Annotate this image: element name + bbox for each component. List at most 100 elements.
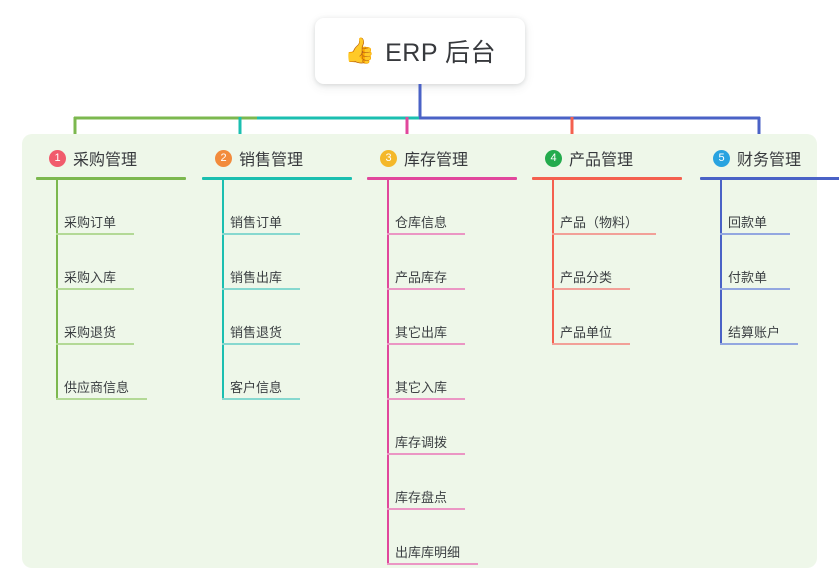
list-item-rule xyxy=(552,233,657,235)
category-items-5: 回款单 付款单 结算账户 xyxy=(700,180,839,345)
thumbs-up-icon: 👍 xyxy=(343,36,376,65)
list-item-label: 仓库信息 xyxy=(395,215,448,230)
list-item[interactable]: 产品库存 xyxy=(387,235,517,290)
list-item-rule xyxy=(56,398,148,400)
list-item-rule xyxy=(720,343,799,345)
list-item-rule xyxy=(222,233,301,235)
category-column-2: 2 销售管理 销售订单 销售出库 销售退货 客户信息 xyxy=(202,146,352,400)
category-title-2: 销售管理 xyxy=(239,152,304,169)
category-header-3[interactable]: 3 库存管理 xyxy=(367,146,517,170)
list-item-rule xyxy=(222,343,301,345)
list-item[interactable]: 采购退货 xyxy=(56,290,186,345)
category-items-4: 产品（物料） 产品分类 产品单位 xyxy=(532,180,682,345)
category-rule-5 xyxy=(700,177,839,180)
category-spine-2 xyxy=(222,180,224,400)
category-badge-5: 5 xyxy=(713,149,730,167)
category-column-4: 4 产品管理 产品（物料） 产品分类 产品单位 xyxy=(532,146,682,345)
list-item[interactable]: 销售出库 xyxy=(222,235,352,290)
list-item-rule xyxy=(387,453,466,455)
list-item[interactable]: 库存调拨 xyxy=(387,400,517,455)
list-item-label: 回款单 xyxy=(728,215,768,230)
category-header-1[interactable]: 1 采购管理 xyxy=(36,146,186,170)
category-header-2[interactable]: 2 销售管理 xyxy=(202,146,352,170)
category-spine-4 xyxy=(552,180,554,345)
category-column-3: 3 库存管理 仓库信息 产品库存 其它出库 其它入库 库存调拨 xyxy=(367,146,517,565)
category-header-5[interactable]: 5 财务管理 xyxy=(700,146,839,170)
list-item[interactable]: 回款单 xyxy=(720,180,839,235)
list-item-label: 库存调拨 xyxy=(395,435,448,450)
diagram-panel: 1 采购管理 采购订单 采购入库 采购退货 供应商信息 xyxy=(22,134,839,568)
list-item-rule xyxy=(387,343,466,345)
list-item[interactable]: 产品（物料） xyxy=(552,180,682,235)
category-badge-1: 1 xyxy=(49,149,66,167)
list-item-label: 产品库存 xyxy=(395,270,448,285)
list-item-label: 产品分类 xyxy=(560,270,613,285)
category-badge-4: 4 xyxy=(545,149,562,167)
category-title-5: 财务管理 xyxy=(737,152,802,169)
category-title-4: 产品管理 xyxy=(569,152,634,169)
list-item-rule xyxy=(387,233,466,235)
list-item-label: 销售订单 xyxy=(230,215,283,230)
category-badge-3: 3 xyxy=(380,149,397,167)
list-item-label: 其它出库 xyxy=(395,325,448,340)
category-items-1: 采购订单 采购入库 采购退货 供应商信息 xyxy=(36,180,186,400)
list-item[interactable]: 其它出库 xyxy=(387,290,517,345)
list-item-rule xyxy=(56,343,135,345)
list-item[interactable]: 产品分类 xyxy=(552,235,682,290)
list-item[interactable]: 库存盘点 xyxy=(387,455,517,510)
list-item-rule xyxy=(552,288,631,290)
list-item-label: 其它入库 xyxy=(395,380,448,395)
list-item-label: 销售出库 xyxy=(230,270,283,285)
category-rule-4 xyxy=(532,177,682,180)
list-item-label: 采购订单 xyxy=(64,215,117,230)
list-item-rule xyxy=(720,233,790,235)
list-item-label: 付款单 xyxy=(728,270,768,285)
list-item[interactable]: 出库库明细 xyxy=(387,510,517,565)
list-item-rule xyxy=(56,288,135,290)
list-item-label: 采购入库 xyxy=(64,270,117,285)
category-title-3: 库存管理 xyxy=(404,152,469,169)
list-item-label: 客户信息 xyxy=(230,380,283,395)
list-item-rule xyxy=(222,398,301,400)
list-item-label: 销售退货 xyxy=(230,325,283,340)
list-item[interactable]: 销售退货 xyxy=(222,290,352,345)
list-item-rule xyxy=(56,233,135,235)
list-item-label: 供应商信息 xyxy=(64,380,130,395)
root-node-label: ERP 后台 xyxy=(385,39,497,67)
category-items-3: 仓库信息 产品库存 其它出库 其它入库 库存调拨 库存盘点 xyxy=(367,180,517,565)
list-item[interactable]: 仓库信息 xyxy=(387,180,517,235)
list-item-label: 出库库明细 xyxy=(395,545,461,560)
category-header-4[interactable]: 4 产品管理 xyxy=(532,146,682,170)
category-badge-2: 2 xyxy=(215,149,232,167)
list-item-rule xyxy=(387,563,479,565)
list-item[interactable]: 产品单位 xyxy=(552,290,682,345)
category-items-2: 销售订单 销售出库 销售退货 客户信息 xyxy=(202,180,352,400)
list-item[interactable]: 客户信息 xyxy=(222,345,352,400)
list-item-rule xyxy=(552,343,631,345)
category-column-5: 5 财务管理 回款单 付款单 结算账户 xyxy=(700,146,839,345)
list-item-label: 产品（物料） xyxy=(560,215,639,230)
list-item[interactable]: 其它入库 xyxy=(387,345,517,400)
list-item[interactable]: 付款单 xyxy=(720,235,839,290)
list-item-rule xyxy=(387,398,466,400)
list-item[interactable]: 结算账户 xyxy=(720,290,839,345)
list-item[interactable]: 采购订单 xyxy=(56,180,186,235)
category-rule-3 xyxy=(367,177,517,180)
list-item-label: 结算账户 xyxy=(728,325,781,340)
list-item-label: 采购退货 xyxy=(64,325,117,340)
list-item[interactable]: 供应商信息 xyxy=(56,345,186,400)
category-spine-5 xyxy=(720,180,722,345)
list-item[interactable]: 销售订单 xyxy=(222,180,352,235)
category-rule-2 xyxy=(202,177,352,180)
category-spine-3 xyxy=(387,180,389,565)
list-item-label: 库存盘点 xyxy=(395,490,448,505)
list-item[interactable]: 采购入库 xyxy=(56,235,186,290)
category-spine-1 xyxy=(56,180,58,400)
category-title-1: 采购管理 xyxy=(73,152,138,169)
list-item-label: 产品单位 xyxy=(560,325,613,340)
root-node-card[interactable]: 👍 ERP 后台 xyxy=(315,18,525,84)
list-item-rule xyxy=(387,288,466,290)
list-item-rule xyxy=(222,288,301,290)
list-item-rule xyxy=(387,508,466,510)
category-rule-1 xyxy=(36,177,186,180)
